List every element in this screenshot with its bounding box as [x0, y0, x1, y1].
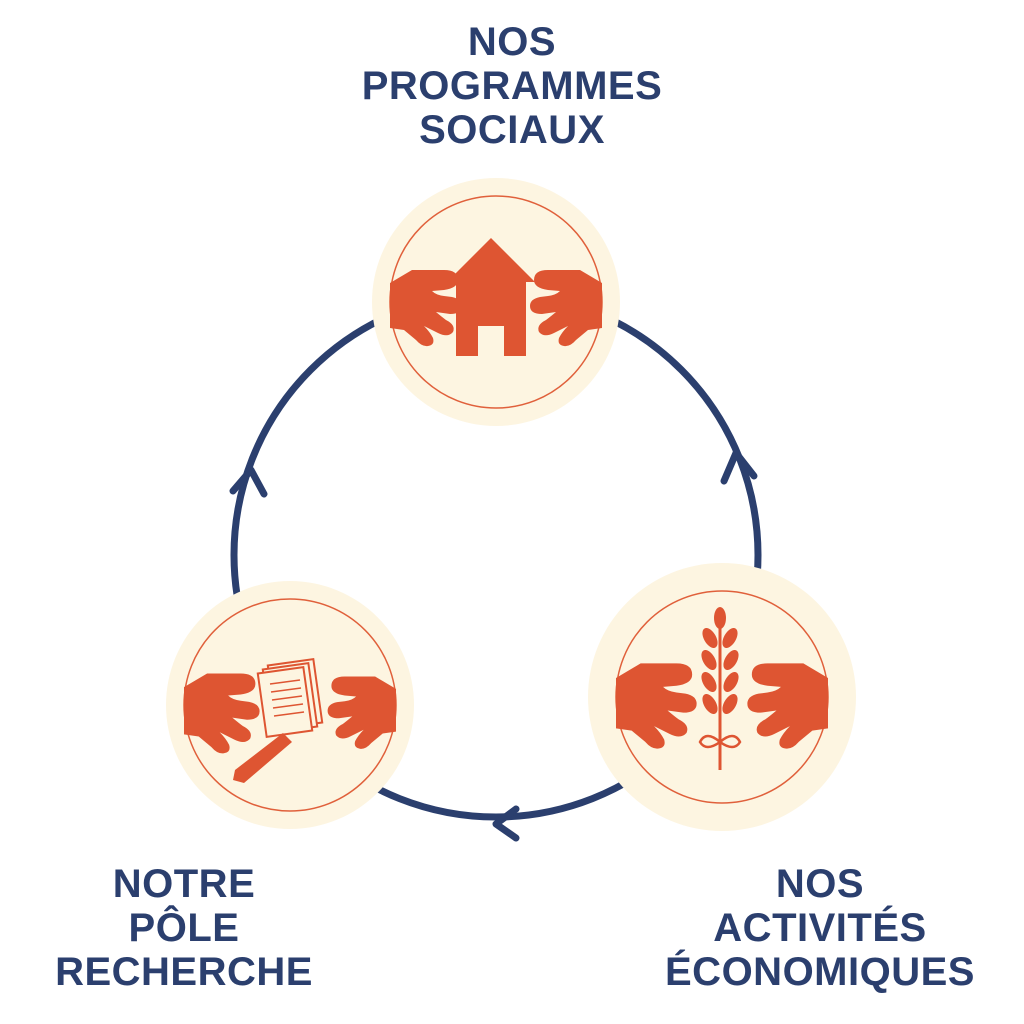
- document-icon: [256, 657, 324, 739]
- label-line: NOTRE: [112, 862, 256, 906]
- label-line: NOS: [775, 862, 865, 906]
- label-line: PÔLE: [128, 906, 240, 950]
- label-social-programmes: NOS PROGRAMMES SOCIAUX: [312, 20, 712, 152]
- node-social: [372, 178, 620, 426]
- node-economic: [588, 563, 856, 831]
- left-arrow-icon: [229, 466, 268, 498]
- node-research: [166, 581, 414, 829]
- label-line: ÉCONOMIQUES: [665, 950, 975, 994]
- hands-house-icon: [390, 238, 602, 356]
- label-research: NOTRE PÔLE RECHERCHE: [24, 862, 344, 994]
- label-line: ACTIVITÉS: [713, 906, 927, 950]
- pen-icon: [233, 733, 292, 783]
- bottom-arrow-icon: [492, 805, 520, 842]
- hands-wheat-icon: [616, 607, 828, 770]
- label-line: RECHERCHE: [55, 950, 313, 994]
- right-arrow-icon: [720, 449, 758, 485]
- label-line: NOS: [467, 20, 557, 64]
- label-line: PROGRAMMES: [361, 64, 663, 108]
- hands-document-pen-icon: [184, 657, 396, 783]
- label-economic-activities: NOS ACTIVITÉS ÉCONOMIQUES: [640, 862, 1000, 994]
- house-icon: [447, 238, 535, 356]
- label-line: SOCIAUX: [419, 108, 605, 152]
- wheat-icon: [698, 607, 742, 770]
